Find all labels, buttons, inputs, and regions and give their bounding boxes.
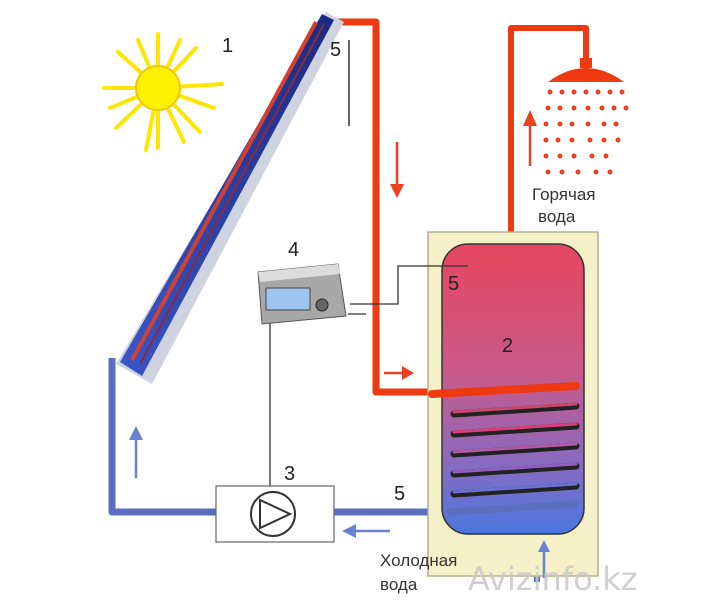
caption-hot-water-1: Горячая — [532, 185, 596, 204]
caption-cold-water-1: Холодная — [380, 551, 457, 570]
pump-icon — [250, 491, 296, 537]
caption-cold-water-2: вода — [380, 575, 418, 594]
label-controller: 4 — [288, 239, 299, 261]
sun-icon — [102, 32, 224, 152]
label-tank: 2 — [502, 335, 513, 357]
label-sensor-collector: 5 — [330, 39, 341, 61]
label-sensor-tank-bottom: 5 — [394, 483, 405, 505]
label-collector: 1 — [222, 35, 233, 57]
watermark: Avizinfo.kz — [468, 560, 638, 598]
water-drops-icon — [543, 89, 629, 175]
label-sensor-tank-top: 5 — [448, 273, 459, 295]
flow-arrow-up-hot-icon — [523, 110, 537, 166]
solar-collector — [116, 12, 344, 384]
hot-water-outlet-pipe — [508, 25, 589, 240]
controller-unit — [257, 263, 347, 325]
flow-arrow-up-inlet-icon — [538, 540, 550, 578]
hot-supply-pipe — [330, 18, 452, 396]
controller-wires — [269, 265, 468, 486]
shower-head-icon — [548, 58, 624, 82]
flow-arrow-left-icon — [342, 524, 390, 538]
flow-arrow-up-cold-icon — [129, 426, 143, 478]
cold-return-pipe — [108, 358, 450, 516]
label-pump: 3 — [284, 463, 295, 485]
heat-exchanger-coil — [428, 382, 580, 516]
caption-hot-water-2: вода — [538, 207, 576, 226]
flow-arrow-right-icon — [384, 366, 414, 380]
flow-arrow-down-icon — [390, 142, 404, 198]
